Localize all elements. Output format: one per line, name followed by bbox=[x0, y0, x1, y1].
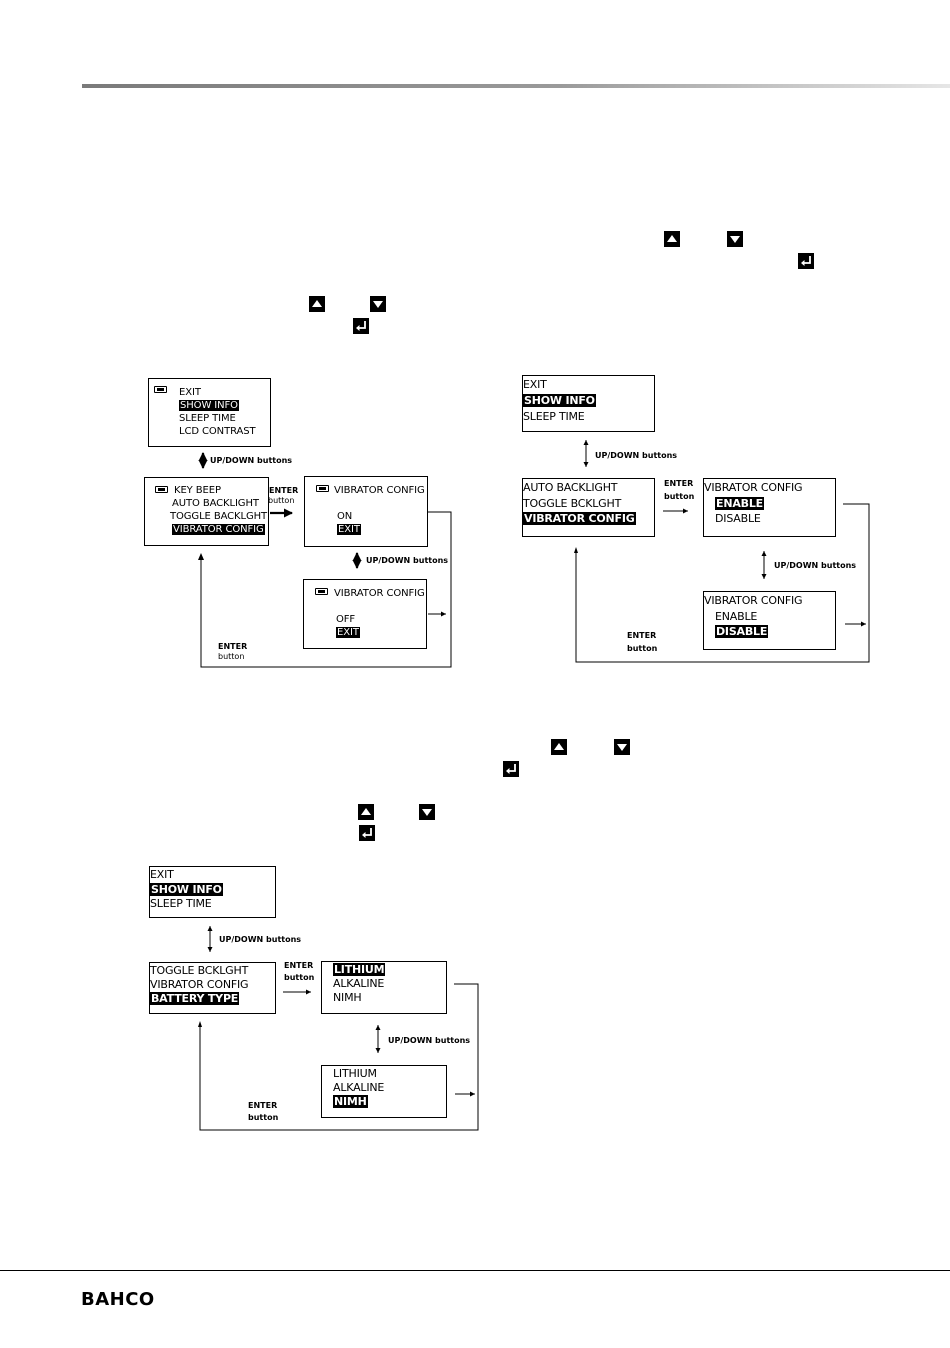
lcd-screen-battery-nimh: LITHIUM ALKALINE NIMH bbox=[321, 1065, 447, 1118]
updown-label: UP/DOWN buttons bbox=[388, 1036, 471, 1045]
menu-item: AUTO BACKLIGHT bbox=[172, 498, 259, 509]
lcd-screen-vibrator-on: VIBRATOR CONFIG ON EXIT bbox=[304, 476, 428, 547]
lcd-screen-vibrator-enable: VIBRATOR CONFIG ENABLE DISABLE bbox=[703, 478, 836, 537]
menu-item-selected: EXIT bbox=[336, 627, 360, 638]
updown-label: UP/DOWN buttons bbox=[210, 456, 293, 465]
enter-label: ENTER bbox=[284, 961, 314, 970]
menu-title: VIBRATOR CONFIG bbox=[334, 588, 425, 599]
updown-label: UP/DOWN buttons bbox=[366, 556, 449, 565]
lcd-screen-main-menu: EXIT SHOW INFO SLEEP TIME bbox=[522, 375, 655, 432]
up-arrow-button-icon bbox=[551, 739, 567, 755]
enter-label: ENTER bbox=[664, 479, 694, 488]
menu-item-selected: SHOW INFO bbox=[150, 883, 223, 896]
menu-item: OFF bbox=[336, 614, 356, 625]
menu-item: TOGGLE BCKLGHT bbox=[150, 964, 249, 977]
down-arrow-button-icon bbox=[614, 739, 630, 755]
battery-icon bbox=[316, 485, 329, 492]
menu-item: SLEEP TIME bbox=[523, 410, 585, 423]
menu-item-selected: VIBRATOR CONFIG bbox=[523, 512, 636, 525]
enter-label: button bbox=[218, 652, 245, 661]
menu-item: DISABLE bbox=[715, 512, 761, 525]
brand-logo: BAHCO bbox=[81, 1289, 155, 1310]
menu-title: VIBRATOR CONFIG bbox=[704, 594, 803, 607]
updown-label: UP/DOWN buttons bbox=[219, 935, 302, 944]
menu-item: TOGGLE BACKLGHT bbox=[170, 511, 268, 522]
menu-item: LITHIUM bbox=[333, 1067, 377, 1080]
menu-item-selected: VIBRATOR CONFIG bbox=[172, 524, 265, 535]
menu-item: VIBRATOR CONFIG bbox=[150, 978, 249, 991]
enter-label: ENTER bbox=[248, 1101, 278, 1110]
enter-button-icon bbox=[353, 318, 369, 334]
up-arrow-button-icon bbox=[664, 231, 680, 247]
lcd-screen-vibrator-disable: VIBRATOR CONFIG ENABLE DISABLE bbox=[703, 591, 836, 650]
battery-icon bbox=[154, 386, 167, 393]
menu-item-selected: NIMH bbox=[333, 1095, 368, 1108]
menu-item: EXIT bbox=[523, 378, 547, 391]
menu-item: ON bbox=[337, 511, 353, 522]
menu-item-selected: EXIT bbox=[337, 524, 361, 535]
enter-label: button bbox=[664, 492, 695, 501]
enter-label: ENTER bbox=[269, 486, 299, 495]
down-arrow-button-icon bbox=[370, 296, 386, 312]
enter-label: button bbox=[284, 973, 315, 982]
enter-label: ENTER bbox=[218, 642, 248, 651]
enter-label: button bbox=[248, 1113, 279, 1122]
menu-item: AUTO BACKLIGHT bbox=[523, 481, 618, 494]
menu-item-selected: DISABLE bbox=[715, 625, 769, 638]
menu-item-selected: ENABLE bbox=[715, 497, 764, 510]
lcd-screen-main-menu: EXIT SHOW INFO SLEEP TIME bbox=[149, 866, 276, 918]
menu-item-selected: BATTERY TYPE bbox=[150, 992, 240, 1005]
enter-button-icon bbox=[359, 825, 375, 841]
menu-item: SLEEP TIME bbox=[179, 413, 236, 424]
lcd-screen-main-menu: EXIT SHOW INFO SLEEP TIME LCD CONTRAST bbox=[148, 378, 271, 447]
lcd-screen-settings-menu: KEY BEEP AUTO BACKLIGHT TOGGLE BACKLGHT … bbox=[144, 477, 269, 546]
header-rule bbox=[82, 84, 950, 88]
lcd-screen-settings-menu: AUTO BACKLIGHT TOGGLE BCKLGHT VIBRATOR C… bbox=[522, 478, 655, 537]
menu-item-selected: LITHIUM bbox=[333, 963, 386, 976]
updown-label: UP/DOWN buttons bbox=[595, 451, 678, 460]
menu-title: VIBRATOR CONFIG bbox=[334, 485, 425, 496]
enter-button-icon bbox=[503, 761, 519, 777]
up-arrow-button-icon bbox=[309, 296, 325, 312]
menu-title: VIBRATOR CONFIG bbox=[704, 481, 803, 494]
menu-item-selected: SHOW INFO bbox=[523, 394, 596, 407]
lcd-screen-vibrator-off: VIBRATOR CONFIG OFF EXIT bbox=[303, 579, 427, 649]
menu-item: SLEEP TIME bbox=[150, 897, 212, 910]
menu-item: EXIT bbox=[179, 387, 201, 398]
enter-label: button bbox=[268, 496, 295, 505]
menu-item-selected: SHOW INFO bbox=[179, 400, 239, 411]
lcd-screen-settings-menu: TOGGLE BCKLGHT VIBRATOR CONFIG BATTERY T… bbox=[149, 962, 276, 1014]
menu-item: ALKALINE bbox=[333, 977, 385, 990]
down-arrow-button-icon bbox=[419, 804, 435, 820]
menu-item: ALKALINE bbox=[333, 1081, 385, 1094]
down-arrow-button-icon bbox=[727, 231, 743, 247]
enter-button-icon bbox=[798, 253, 814, 269]
updown-label: UP/DOWN buttons bbox=[774, 561, 857, 570]
battery-icon bbox=[155, 486, 168, 493]
menu-item: KEY BEEP bbox=[174, 485, 221, 496]
up-arrow-button-icon bbox=[358, 804, 374, 820]
lcd-screen-battery-lithium: LITHIUM ALKALINE NIMH bbox=[321, 961, 447, 1014]
footer-rule bbox=[0, 1270, 950, 1271]
enter-label: button bbox=[627, 644, 658, 653]
enter-label: ENTER bbox=[627, 631, 657, 640]
menu-item: LCD CONTRAST bbox=[179, 426, 256, 437]
menu-item: TOGGLE BCKLGHT bbox=[523, 497, 622, 510]
menu-item: NIMH bbox=[333, 991, 362, 1004]
menu-item: EXIT bbox=[150, 868, 174, 881]
menu-item: ENABLE bbox=[715, 610, 758, 623]
battery-icon bbox=[315, 588, 328, 595]
